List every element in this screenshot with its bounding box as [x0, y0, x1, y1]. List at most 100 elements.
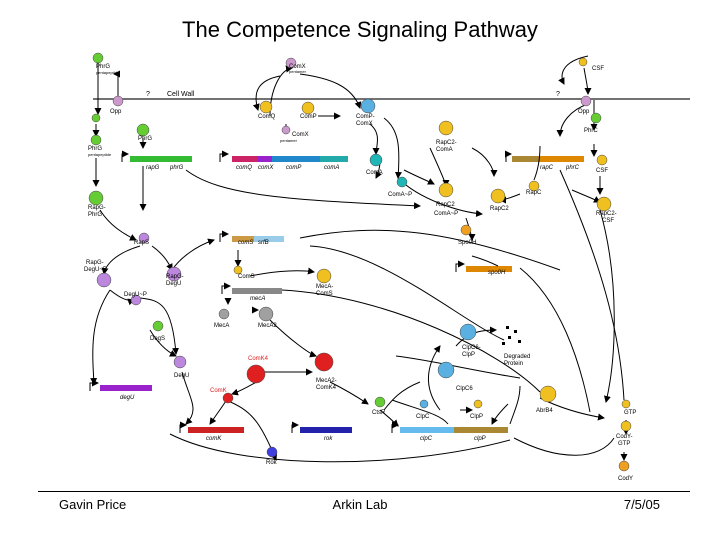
rapc-label: RapC: [526, 190, 542, 196]
meca-comk-label-2: ComK4: [316, 385, 337, 391]
rapc2-node: [490, 188, 506, 204]
gene-label-coma: comA: [324, 165, 339, 171]
rapc-csf-label: RapC2-: [596, 211, 617, 217]
raps-label: RapS: [134, 240, 149, 246]
competence-pathway-diagram: Cell Wall ? ? rapG phrG comQ comX comP c…: [84, 52, 690, 482]
phrg-2-node: [136, 123, 150, 137]
meca-coms-label-2: ComS: [316, 291, 333, 297]
gene-label-degu: degU: [120, 395, 135, 401]
comx-outside-sub-label: pentamer: [289, 69, 307, 74]
coms-node: [233, 265, 243, 275]
gene-bar-comx: [258, 156, 272, 162]
rapc-comap-node: [438, 182, 454, 198]
rapc-node: [528, 180, 540, 192]
degraded-label-2: Protein: [504, 361, 523, 367]
abrb-node: [539, 385, 557, 403]
abrb-label: AbrB4: [536, 408, 553, 414]
clpc-clpp-node: [459, 323, 477, 341]
comp-comx-node: [360, 98, 376, 114]
rapg-degu-node: [166, 266, 182, 282]
opp-left-node: [112, 95, 124, 107]
rapg-phrg-label: RapG-: [88, 205, 106, 211]
comk4-label: ComK4: [248, 356, 269, 362]
rapc-csf-label-2: CSF: [602, 218, 614, 224]
gene-bar-rok: [300, 427, 352, 433]
coma-node: [369, 153, 383, 167]
cody-label: CodY: [618, 476, 633, 482]
pathway-edges: [90, 55, 630, 463]
meca-coms-node: [316, 268, 332, 284]
meca-comk-label: MecA2-: [316, 378, 337, 384]
clpc-node: [419, 399, 429, 409]
comx-inside-sub-label: pentamer: [280, 138, 298, 143]
rok-node: [266, 446, 278, 458]
rapc2-label: RapC2: [490, 206, 509, 212]
spo0h-label: Spo0H: [458, 240, 476, 246]
clpc6-label: ClpC6: [456, 386, 473, 392]
rapc-coma-node: [438, 120, 454, 136]
opp-left-label: Opp: [110, 109, 122, 115]
ctsr-node: [374, 396, 386, 408]
cell-wall-label: Cell Wall: [167, 91, 195, 98]
phrg-outside-label: PhrG: [96, 64, 110, 70]
phrg-inside-node: [91, 113, 101, 123]
gene-label-spo0h: spo0H: [488, 270, 506, 276]
gene-bar-meca: [232, 288, 282, 294]
rapg-degu-label: RapG-: [166, 274, 184, 280]
meca2-node: [258, 306, 274, 322]
rapg-phrg-node: [88, 190, 104, 206]
gene-bar-srfb: [254, 236, 284, 242]
clpc6-node: [437, 361, 455, 379]
degraded-protein-fragments: [502, 326, 521, 345]
gene-bar-comk: [188, 427, 244, 433]
rapg-degu-label-2: DegU: [166, 281, 181, 287]
rapg-phrg-label-2: PhrG: [88, 212, 102, 218]
phrc-node: [590, 112, 602, 124]
gene-label-comq: comQ: [236, 165, 252, 171]
meca-label: MecA: [214, 323, 229, 329]
comk4-node: [246, 364, 266, 384]
csf-inside-label: CSF: [596, 168, 608, 174]
rapc-coma-label: RapC2-: [436, 140, 457, 146]
gene-label-comp: comP: [286, 165, 301, 171]
comap-node: [396, 176, 408, 188]
gtp-label: GTP: [624, 410, 636, 416]
coms-label: ComS: [238, 274, 255, 280]
opp-right-label: Opp: [578, 109, 590, 115]
gene-bar-phrc: [540, 156, 584, 162]
cody-gtp-node: [620, 420, 632, 432]
degs-label: DegS: [150, 336, 165, 342]
phrg-3-node: [90, 134, 102, 146]
comp-label: ComP: [300, 114, 317, 120]
opp-right-node: [580, 95, 592, 107]
comx-inside-label: ComX: [292, 132, 309, 138]
phrg-outside-node: [92, 52, 104, 64]
gtp-node: [621, 399, 631, 409]
rapc-coma-label-2: ComA: [436, 147, 453, 153]
clpc-clpp-label-2: ClpP: [462, 352, 475, 358]
degu-label: DegU: [174, 373, 189, 379]
footer-author: Gavin Price: [59, 497, 127, 512]
gene-label-clpc: clpC: [420, 436, 433, 442]
ctsr-label: CtsR: [372, 410, 386, 416]
comp-node: [301, 101, 315, 115]
comp-comx-label-2: ComX: [356, 121, 373, 127]
meca2-label: MecA2: [258, 323, 277, 329]
gene-label-rapc: rapC: [540, 165, 554, 171]
rapc-comap-label-2: ComA~P: [434, 211, 458, 217]
clpp-label: ClpP: [470, 414, 483, 420]
cody-gtp-label: CodY-: [616, 434, 632, 440]
gene-label-srfb: srfB: [258, 240, 269, 246]
slide-title: The Competence Signaling Pathway: [182, 17, 538, 42]
gene-label-rapg: rapG: [146, 165, 160, 171]
protein-nodes: [88, 52, 632, 472]
clpc-clpp-label: ClpC6-: [462, 345, 481, 351]
gene-bar-spo0h: [466, 266, 512, 272]
gene-bar-coms: [232, 236, 254, 242]
comap-label: ComA~P: [388, 192, 412, 198]
footer-divider: [38, 491, 690, 492]
phrc-label: PhrC: [584, 128, 598, 134]
gene-label-coms: comS: [238, 240, 253, 246]
cody-node: [618, 460, 630, 472]
clpp-node: [473, 399, 483, 409]
